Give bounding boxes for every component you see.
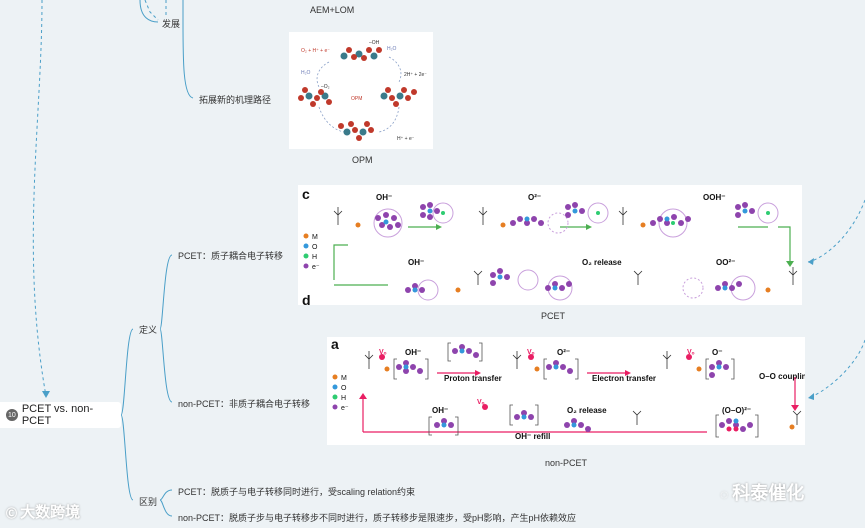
pcet-top-label-oh: OH⁻ [376, 193, 392, 202]
aem-lom-caption: AEM+LOM [310, 5, 355, 15]
pcet-bottom-label-oh: OH⁻ [408, 258, 424, 267]
nonpcet-legend-h: H [341, 395, 346, 402]
opm-label-8: H⁺ + e⁻ [397, 136, 415, 142]
pcet-legend-h: H [312, 254, 317, 261]
nonpcet-legend-e: e⁻ [341, 405, 349, 412]
nonpcet-caption: non-PCET [545, 458, 588, 468]
nonpcet-top-label-oh: OH⁻ [405, 348, 421, 357]
node-definition[interactable]: 定义 [139, 325, 158, 335]
opm-label-2: –OH [369, 40, 380, 46]
pcet-figure: c d M O H e⁻ OH⁻ O²⁻ OOH⁻ OH⁻ O₂ release… [298, 185, 802, 308]
nonpcet-vac-3: Vₒ [687, 349, 695, 356]
nonpcet-bottom-label-oo: (O–O)²⁻ [722, 406, 751, 415]
opm-label-5: 2H⁺ + 2e⁻ [404, 72, 427, 78]
pcet-diagram: c d M O H e⁻ OH⁻ O²⁻ OOH⁻ OH⁻ O₂ release… [302, 186, 798, 308]
nonpcet-step-proton: Proton transfer [444, 374, 502, 383]
nonpcet-figure: a M O H e⁻ OH⁻ O²⁻ O⁻ Proton transfer El… [327, 336, 812, 445]
node-nonpcet-definition[interactable]: non-PCET：非质子耦合电子转移 [178, 399, 311, 409]
node-expand-mechanism[interactable]: 拓展新的机理路径 [199, 95, 272, 105]
opm-label-4: H₂O [387, 46, 397, 52]
pcet-top-label-o2: O²⁻ [528, 193, 541, 202]
nonpcet-vac-2: Vₒ [527, 349, 535, 356]
nonpcet-bottom-label-o2: O₂ release [567, 406, 607, 415]
root-title: PCET vs. non-PCET [21, 403, 94, 427]
watermark-left: Ⓒ 大数跨境 [6, 501, 80, 522]
watermark-right-text: 科泰催化 [732, 483, 805, 503]
watermark-left-text: 大数跨境 [20, 504, 81, 521]
root-node[interactable]: 10 PCET vs. non-PCET [0, 402, 121, 428]
pcet-clusters [373, 202, 779, 301]
pcet-legend-o: O [312, 244, 318, 251]
opm-label-1: O₂ + H⁺ + e⁻ [301, 48, 330, 54]
pcet-panel-letter: c [302, 186, 310, 202]
node-pcet-definition[interactable]: PCET：质子耦合电子转移 [178, 251, 284, 261]
pcet-next-panel-letter: d [302, 292, 311, 305]
opm-figure: O₂ + H⁺ + e⁻ –OH H₂O H₂O 2H⁺ + 2e⁻ –O₂ O… [289, 32, 433, 149]
wechat-icon: ◌ [720, 486, 733, 502]
nonpcet-bottom-label-oh: OH⁻ [432, 406, 448, 415]
pcet-caption: PCET [541, 311, 566, 321]
nonpcet-step-ooc-1: O–O coupling [759, 372, 805, 381]
pcet-legend-m: M [312, 234, 318, 241]
nonpcet-vac-1: Vₒ [379, 349, 387, 356]
nonpcet-top-label-o: O⁻ [712, 348, 722, 357]
watermark-left-logo-icon: Ⓒ [6, 508, 21, 520]
node-develop[interactable]: 发展 [162, 19, 181, 29]
node-pcet-difference[interactable]: PCET：脱质子与电子转移同时进行，受scaling relation约束 [178, 487, 416, 497]
opm-caption: OPM [352, 155, 373, 165]
nonpcet-vac-4: Vₒ [477, 399, 485, 406]
pcet-top-label-ooh: OOH⁻ [703, 193, 725, 202]
nonpcet-legend-m: M [341, 375, 347, 382]
pcet-bottom-label-oo: OO²⁻ [716, 258, 735, 267]
nonpcet-legend-o: O [341, 385, 347, 392]
node-difference[interactable]: 区别 [139, 497, 158, 507]
root-badge: 10 [6, 409, 18, 421]
nonpcet-bottom-label-refill: OH⁻ refill [515, 432, 550, 441]
opm-label-3: H₂O [301, 70, 311, 76]
opm-diagram: O₂ + H⁺ + e⁻ –OH H₂O H₂O 2H⁺ + 2e⁻ –O₂ O… [298, 40, 427, 142]
watermark-right: ◌ 科泰催化 [720, 479, 804, 505]
nonpcet-step-electron: Electron transfer [592, 374, 656, 383]
nonpcet-top-label-o2: O²⁻ [557, 348, 570, 357]
opm-label-6: –O₂ [321, 84, 330, 90]
node-nonpcet-difference[interactable]: non-PCET：脱质子步与电子转移步不同时进行，质子转移步是限速步，受pH影响… [178, 513, 577, 523]
nonpcet-diagram: a M O H e⁻ OH⁻ O²⁻ O⁻ Proton transfer El… [331, 336, 812, 441]
pcet-bottom-label-o2: O₂ release [582, 258, 622, 267]
opm-label-7: OPM [351, 96, 362, 102]
nonpcet-panel-letter: a [331, 337, 339, 352]
pcet-legend-e: e⁻ [312, 264, 320, 271]
